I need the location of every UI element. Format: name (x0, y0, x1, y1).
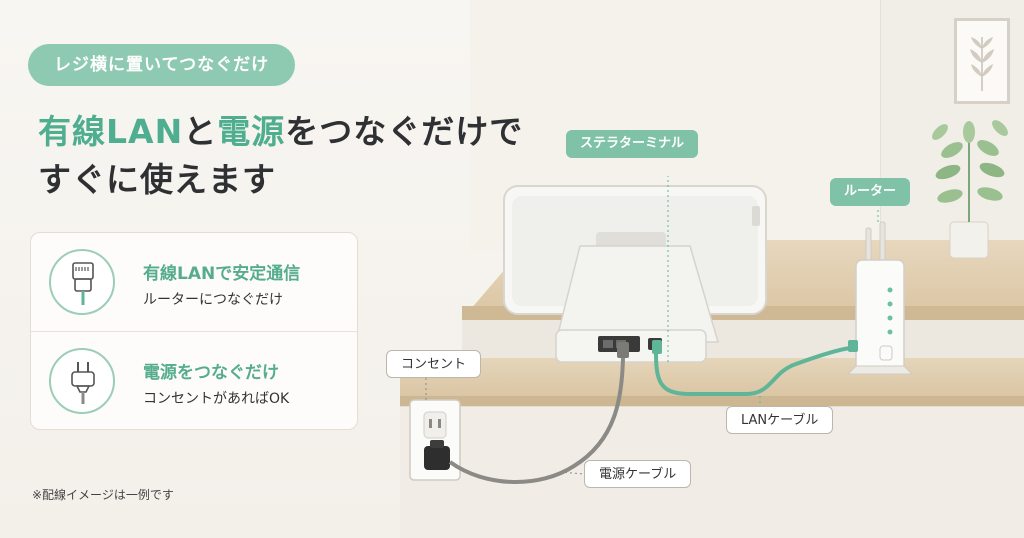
headline-power: 電源 (217, 112, 286, 151)
headline-line-2: すぐに使えます (38, 160, 276, 199)
label-outlet: コンセント (386, 350, 482, 378)
feature-subtitle-power: コンセントがあればOK (143, 391, 290, 407)
headline-and: と (183, 112, 218, 151)
page-title: 有線LANと電源をつなぐだけで すぐに使えます (38, 108, 523, 204)
headline-lan: 有線LAN (38, 112, 184, 151)
router-device (846, 221, 914, 375)
terminal-device (503, 185, 767, 363)
lan-plug-icon (49, 249, 115, 315)
footnote: ※配線イメージは一例です (32, 488, 174, 502)
label-router: ルーター (830, 178, 911, 206)
feature-item-power: 電源をつなぐだけ コンセントがあればOK (31, 331, 357, 429)
wall-picture-frame (954, 18, 1010, 104)
feature-card: 有線LANで安定通信 ルーターにつなぐだけ 電源をつなぐだけ コンセントがあれば… (30, 232, 358, 430)
shelf-body (400, 406, 1024, 538)
headline-rest: をつなぐだけで (285, 112, 524, 151)
headline-line-1: 有線LANと電源をつなぐだけで (38, 108, 523, 156)
power-plug-icon (49, 348, 115, 414)
wall-outlet (409, 399, 461, 481)
power-cable (448, 357, 625, 484)
label-power-cable: 電源ケーブル (584, 460, 692, 488)
label-lan-cable: LANケーブル (726, 406, 834, 434)
shelf-edge (400, 396, 1024, 406)
lan-cable (654, 346, 851, 396)
feature-title-power: 電源をつなぐだけ (143, 363, 279, 383)
placement-badge: レジ横に置いてつなぐだけ (28, 44, 296, 86)
feature-item-lan: 有線LANで安定通信 ルーターにつなぐだけ (31, 233, 357, 331)
label-terminal: ステラターミナル (566, 130, 699, 158)
potted-plant-icon (932, 120, 1008, 259)
feature-title-lan: 有線LANで安定通信 (143, 264, 301, 284)
feature-subtitle-lan: ルーターにつなぐだけ (143, 292, 283, 308)
shelf-top (400, 358, 1024, 398)
